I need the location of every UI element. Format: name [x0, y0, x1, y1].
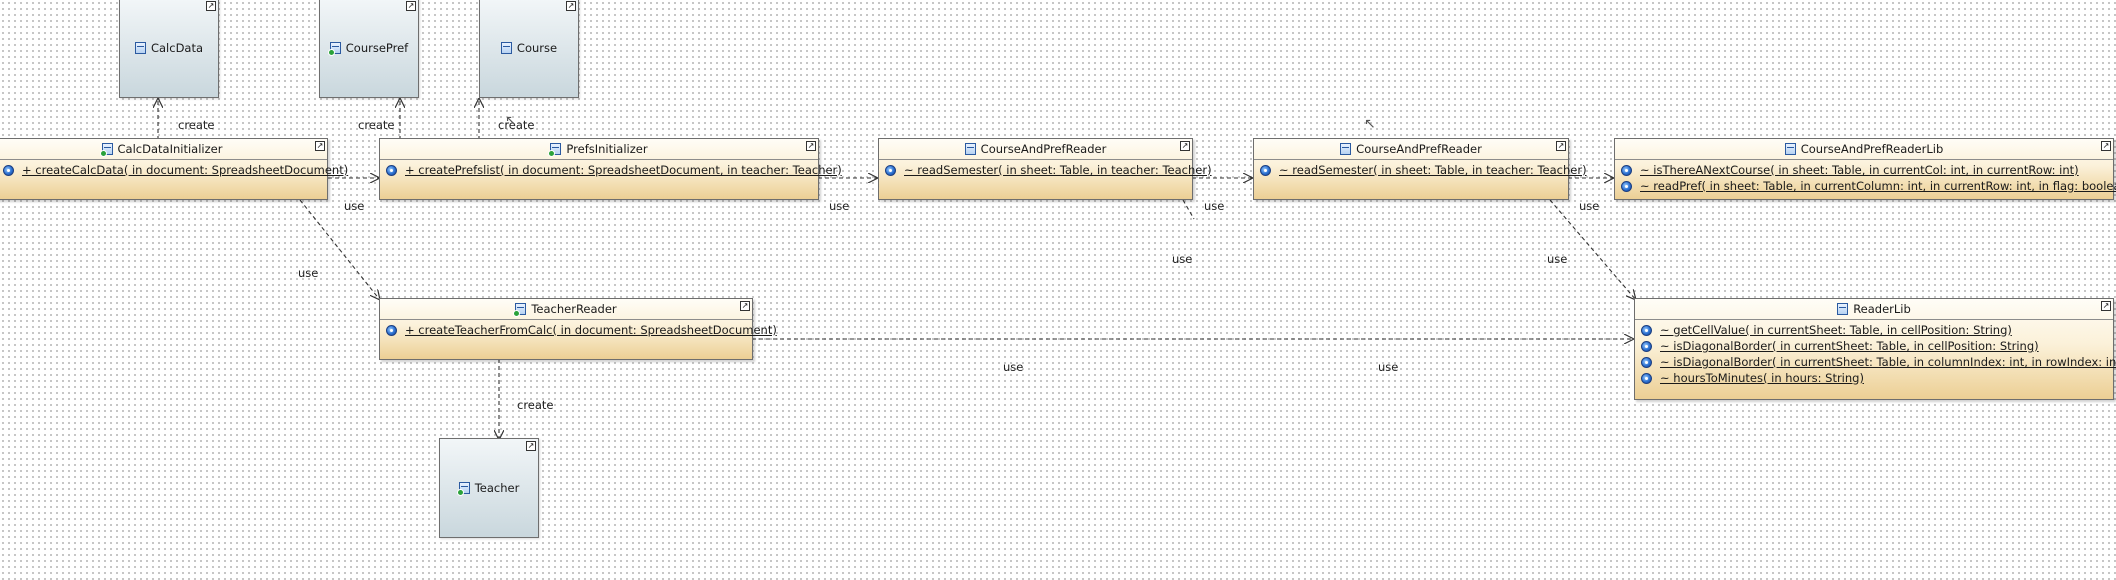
- edge-label-use: use: [1378, 360, 1399, 374]
- expand-icon[interactable]: ↗: [2101, 141, 2111, 151]
- operation-icon: [1621, 180, 1632, 192]
- class-icon: [964, 143, 976, 155]
- operation-icon: [386, 164, 397, 176]
- expand-icon[interactable]: ↗: [1556, 141, 1566, 151]
- operations-list: + createPrefslist( in document: Spreadsh…: [380, 160, 842, 180]
- edge-label-create: create: [358, 118, 395, 132]
- operation[interactable]: + createPrefslist( in document: Spreadsh…: [386, 162, 842, 178]
- operation[interactable]: + createCalcData( in document: Spreadshe…: [3, 162, 348, 178]
- class-icon: [327, 42, 341, 56]
- operation[interactable]: ~ readSemester( in sheet: Table, in teac…: [885, 162, 1212, 178]
- operation[interactable]: ~ getCellValue( in currentSheet: Table, …: [1641, 322, 2109, 338]
- class-ref-name: Teacher: [474, 481, 520, 495]
- expand-icon[interactable]: ↗: [1180, 141, 1190, 151]
- edge-label-use: use: [1172, 252, 1193, 266]
- edge-label-use: use: [1003, 360, 1024, 374]
- class-icon: [1784, 143, 1796, 155]
- class-header: CourseAndPrefReader ↗: [1254, 139, 1568, 160]
- mouse-cursor-icon: ↖: [505, 113, 517, 129]
- class-icon: [513, 303, 527, 317]
- operation-icon: [1641, 340, 1652, 352]
- operation-icon: [386, 324, 397, 336]
- class-name: CourseAndPrefReaderLib: [1800, 142, 1944, 156]
- edge-label-use: use: [829, 199, 850, 213]
- class-icon: [99, 143, 113, 157]
- class-header: CourseAndPrefReader ↗: [879, 139, 1192, 160]
- expand-icon[interactable]: ↗: [566, 1, 576, 11]
- edge-reader2-use-readerlib: [1549, 199, 1636, 300]
- expand-icon[interactable]: ↗: [526, 441, 536, 451]
- edge-label-create: create: [498, 118, 535, 132]
- operations-list: ~ readSemester( in sheet: Table, in teac…: [879, 160, 1212, 180]
- expand-icon[interactable]: ↗: [315, 141, 325, 151]
- operation-icon: [3, 164, 14, 176]
- class-icon: [1837, 303, 1849, 315]
- class-calcdatainitializer[interactable]: CalcDataInitializer ↗ + createCalcData( …: [0, 138, 348, 200]
- class-header: CalcDataInitializer ↗: [0, 139, 327, 160]
- operation[interactable]: ~ readPref( in sheet: Table, in currentC…: [1621, 178, 2116, 194]
- edge-label-use: use: [1204, 199, 1225, 213]
- class-name: TeacherReader: [531, 302, 617, 316]
- class-courseandprefreader[interactable]: CourseAndPrefReader ↗ ~ readSemester( in…: [1253, 138, 1587, 200]
- expand-icon[interactable]: ↗: [206, 1, 216, 11]
- edge-reader1-use-readerlib: [1182, 199, 1195, 220]
- class-ref-name: Course: [516, 41, 558, 55]
- class-courseandprefreaderlib[interactable]: CourseAndPrefReaderLib ↗ ~ isThereANextC…: [1614, 138, 2116, 200]
- class-header: TeacherReader ↗: [380, 299, 752, 320]
- edge-label-create: create: [517, 398, 554, 412]
- class-icon: [1340, 143, 1352, 155]
- class-name: CalcDataInitializer: [117, 142, 223, 156]
- mouse-cursor-icon: ↖: [1364, 116, 1376, 132]
- class-icon: [134, 42, 146, 54]
- edge-label-use: use: [1547, 252, 1568, 266]
- operation-icon: [1641, 324, 1652, 336]
- class-name: PrefsInitializer: [566, 142, 648, 156]
- operation-icon: [1641, 356, 1652, 368]
- operation[interactable]: ~ readSemester( in sheet: Table, in teac…: [1260, 162, 1587, 178]
- expand-icon[interactable]: ↗: [2101, 301, 2111, 311]
- class-header: PrefsInitializer ↗: [380, 139, 818, 160]
- edge-label-create: create: [178, 118, 215, 132]
- class-header: ReaderLib ↗: [1635, 299, 2113, 320]
- class-name: CourseAndPrefReader: [1356, 142, 1482, 156]
- class-teacherreader[interactable]: TeacherReader ↗ + createTeacherFromCalc(…: [379, 298, 777, 360]
- class-icon: [456, 482, 470, 496]
- operation[interactable]: + createTeacherFromCalc( in document: Sp…: [386, 322, 777, 338]
- operation[interactable]: ~ isDiagonalBorder( in currentSheet: Tab…: [1641, 354, 2116, 370]
- operations-list: + createTeacherFromCalc( in document: Sp…: [380, 320, 777, 340]
- class-ref-name: CalcData: [150, 41, 204, 55]
- edge-label-use: use: [1579, 199, 1600, 213]
- class-readerlib[interactable]: ReaderLib ↗ ~ getCellValue( in currentSh…: [1634, 298, 2116, 400]
- operations-list: ~ getCellValue( in currentSheet: Table, …: [1635, 320, 2116, 388]
- operations-list: + createCalcData( in document: Spreadshe…: [0, 160, 348, 180]
- class-name: ReaderLib: [1853, 302, 1911, 316]
- operation-icon: [1260, 164, 1271, 176]
- operations-list: ~ readSemester( in sheet: Table, in teac…: [1254, 160, 1587, 180]
- class-prefsinitializer[interactable]: PrefsInitializer ↗ + createPrefslist( in…: [379, 138, 842, 200]
- edge-calcdatainit-use-teacherreader: [299, 199, 380, 300]
- class-ref-teacher[interactable]: Teacher ↗: [439, 438, 539, 538]
- class-icon: [500, 42, 512, 54]
- operations-list: ~ isThereANextCourse( in sheet: Table, i…: [1615, 160, 2116, 196]
- class-name: CourseAndPrefReader: [980, 142, 1107, 156]
- class-ref-course[interactable]: Course ↗: [479, 0, 579, 98]
- class-ref-name: CoursePref: [345, 41, 409, 55]
- class-icon: [548, 143, 562, 157]
- operation[interactable]: ~ isThereANextCourse( in sheet: Table, i…: [1621, 162, 2109, 178]
- operation-icon: [1621, 164, 1632, 176]
- operation-icon: [1641, 372, 1652, 384]
- operation[interactable]: ~ isDiagonalBorder( in currentSheet: Tab…: [1641, 338, 2109, 354]
- edge-label-use: use: [344, 199, 365, 213]
- class-header: CourseAndPrefReaderLib ↗: [1615, 139, 2113, 160]
- operation-icon: [885, 164, 896, 176]
- expand-icon[interactable]: ↗: [806, 141, 816, 151]
- expand-icon[interactable]: ↗: [406, 1, 416, 11]
- expand-icon[interactable]: ↗: [740, 301, 750, 311]
- class-ref-coursepref[interactable]: CoursePref ↗: [319, 0, 419, 98]
- operation[interactable]: ~ hoursToMinutes( in hours: String): [1641, 370, 2109, 386]
- edge-label-use: use: [298, 266, 319, 280]
- class-ref-calcdata[interactable]: CalcData ↗: [119, 0, 219, 98]
- class-courseandprefreader[interactable]: CourseAndPrefReader ↗ ~ readSemester( in…: [878, 138, 1212, 200]
